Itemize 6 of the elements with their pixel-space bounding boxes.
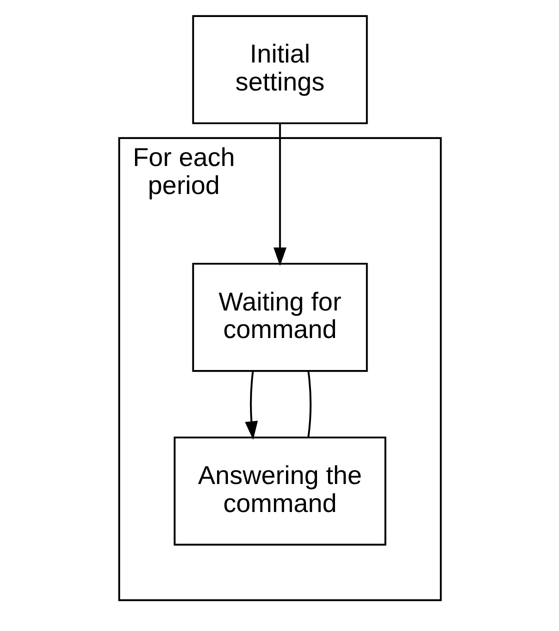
node-box: Waiting for command bbox=[192, 262, 368, 372]
connector bbox=[306, 371, 311, 438]
node-box: Initial settings bbox=[192, 15, 368, 124]
arrow bbox=[273, 124, 286, 266]
arrow bbox=[244, 371, 258, 440]
node-box: Answering the command bbox=[173, 436, 386, 546]
